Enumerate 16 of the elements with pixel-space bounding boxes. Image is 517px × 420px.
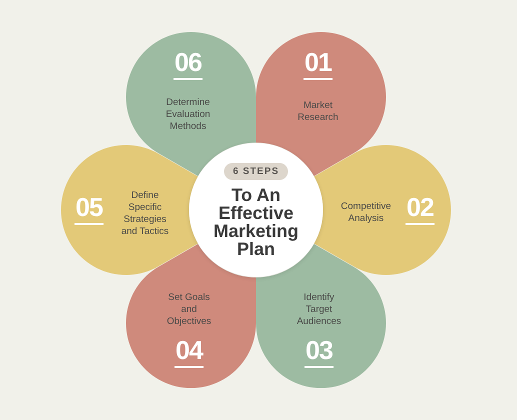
petal-shape — [61, 145, 198, 275]
step-label: Determine Evaluation Methods — [165, 97, 211, 134]
step-label: Define Specific Strategies and Tactics — [120, 190, 170, 238]
step-label: Competitive Analysis — [340, 201, 392, 225]
step-number: 03 — [304, 338, 334, 368]
step-label: Market Research — [297, 100, 339, 124]
center-title: To An Effective Marketing Plan — [212, 186, 300, 258]
step-label: Set Goals and Objectives — [166, 292, 212, 328]
step-number: 01 — [304, 50, 332, 80]
step-number: 02 — [406, 195, 434, 225]
steps-tag: 6 STEPS — [224, 162, 288, 180]
step-number: 04 — [174, 338, 204, 368]
step-number: 06 — [174, 50, 202, 80]
step-label: Identify Target Audiences — [296, 292, 342, 328]
petal-shape — [314, 145, 451, 275]
step-number: 05 — [74, 195, 104, 225]
